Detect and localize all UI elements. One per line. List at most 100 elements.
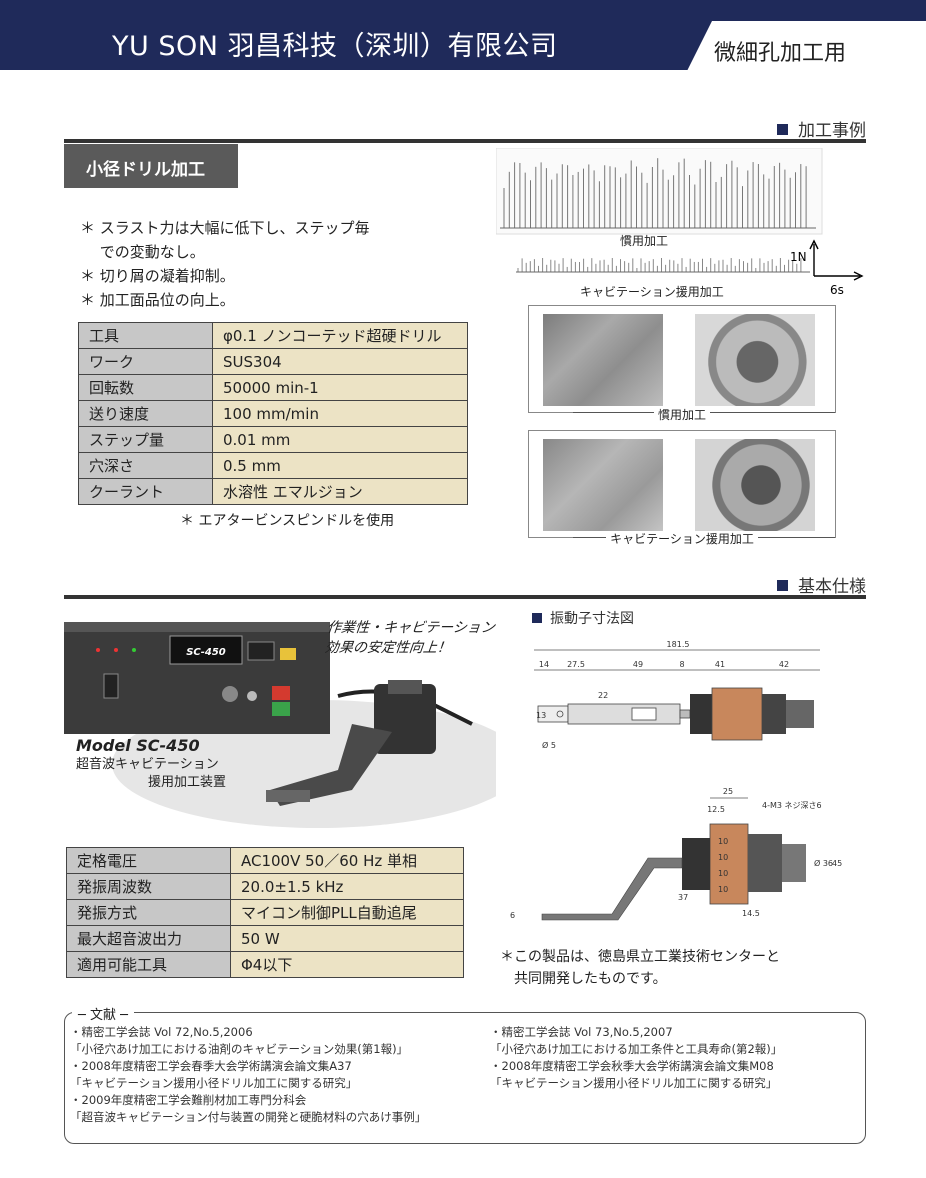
dim-label: 10 (718, 885, 728, 894)
reference-line: 「小径穴あけ加工における加工条件と工具寿命(第2報)」 (490, 1042, 783, 1056)
bullet-line: ＊ 加工面品位の向上。 (80, 291, 235, 309)
table-key: 最大超音波出力 (66, 925, 231, 952)
graph-scale-force: 1N (790, 250, 807, 264)
table-key: 回転数 (78, 374, 213, 401)
slogan-line: 効果の安定性向上！ (324, 640, 452, 656)
header-tab: 微細孔加工用 (684, 21, 926, 77)
table-key: 発振方式 (66, 899, 231, 926)
header-tab-label: 微細孔加工用 (714, 41, 847, 66)
table-value: 20.0±1.5 kHz (230, 873, 464, 900)
dim-label: 10 (718, 837, 728, 846)
table-value: 0.01 mm (212, 426, 468, 453)
dim-label: Ø 36 (814, 858, 833, 868)
table-key: 定格電圧 (66, 847, 231, 874)
dim-label: 41 (715, 660, 725, 669)
references-title: ─ 文献 ─ (72, 1004, 134, 1023)
reference-line: 「超音波キャビテーション付与装置の開発と硬脆材料の穴あけ事例」 (70, 1110, 427, 1124)
references-left: ・精密工学会誌 Vol 72,No.5,2006 「小径穴あけ加工における油剤の… (70, 1024, 426, 1126)
table-value: 100 mm/min (212, 400, 468, 427)
table-value: SUS304 (212, 348, 468, 375)
table-value: Φ4以下 (230, 951, 464, 978)
section-heading-spec: 基本仕様 (777, 572, 866, 597)
dim-label: 25 (723, 787, 733, 796)
square-bullet-icon (532, 613, 542, 623)
slogan-line: 作業性・キャビテーション (326, 620, 496, 636)
reference-line: ・2008年度精密工学会春季大会学術講演会論文集A37 (70, 1059, 352, 1073)
table-key: ワーク (78, 348, 213, 375)
table-key: 穴深さ (78, 452, 213, 479)
dim-label: Ø 5 (542, 740, 556, 750)
references-right: ・精密工学会誌 Vol 73,No.5,2007 「小径穴あけ加工における加工条… (490, 1024, 782, 1092)
dim-label: 12.5 (707, 805, 725, 814)
company-title: YU SON 羽昌科技（深圳）有限公司 (112, 31, 558, 62)
model-description: 超音波キャビテーション 援用加工装置 (76, 756, 226, 792)
table-note: ＊ エアタービンスピンドルを使用 (180, 513, 395, 529)
bullet-line: ＊ 切り屑の凝着抑制。 (80, 267, 235, 285)
table-row: 発振方式マイコン制御PLL自動追尾 (66, 899, 464, 926)
table-key: 工具 (78, 322, 213, 349)
reference-line: 「キャビテーション援用小径ドリル加工に関する研究」 (490, 1076, 778, 1090)
hole-photo (695, 439, 815, 531)
drawing-heading: 振動子寸法図 (532, 608, 634, 628)
conventional-signal (503, 158, 807, 228)
photo-caption: 慣用加工 (529, 406, 835, 423)
photo-box-conventional: 慣用加工 (528, 305, 836, 422)
section-rule-cases (64, 139, 866, 143)
table-value: 水溶性 エマルジョン (212, 478, 468, 505)
note-line: ＊この製品は、徳島県立工業技術センターと (500, 949, 780, 965)
dim-label: 10 (718, 853, 728, 862)
vibrator-attachment-drawing: 25 12.5 4-M3 ネジ深さ6 10 10 10 10 Ø 36 45 3… (510, 787, 842, 921)
reference-line: ・精密工学会誌 Vol 73,No.5,2007 (490, 1025, 673, 1039)
reference-line: 「小径穴あけ加工における油剤のキャビテーション効果(第1報)」 (70, 1042, 409, 1056)
reference-line: ・2008年度精密工学会秋季大会学術講演会論文集M08 (490, 1059, 774, 1073)
vibrator-side-drawing: 181.5 14 27.5 49 8 41 42 13 22 Ø 5 (534, 640, 820, 750)
cavitation-signal (517, 258, 802, 272)
graph-scale-time: 6s (830, 283, 844, 297)
bullet-line: ＊ スラスト力は大幅に低下し、ステップ毎 (80, 219, 370, 237)
dim-label: 49 (633, 660, 643, 669)
photo-caption-text: 慣用加工 (653, 408, 710, 422)
reference-line: ・2009年度精密工学会難削材加工専門分科会 (70, 1093, 307, 1107)
case-bullets: ＊ スラスト力は大幅に低下し、ステップ毎 での変動なし。 ＊ 切り屑の凝着抑制。… (80, 216, 369, 312)
dim-label: 14 (539, 660, 549, 669)
table-key: 適用可能工具 (66, 951, 231, 978)
reference-line: ・精密工学会誌 Vol 72,No.5,2006 (70, 1025, 253, 1039)
table-value: 0.5 mm (212, 452, 468, 479)
case-tag: 小径ドリル加工 (64, 144, 238, 188)
table-value: マイコン制御PLL自動追尾 (230, 899, 464, 926)
device-slogan: 作業性・キャビテーション 効果の安定性向上！ (324, 618, 496, 658)
references-box (64, 1012, 866, 1144)
bullet-line: での変動なし。 (80, 243, 205, 261)
thrust-force-graph: 慣用加工 1N 6s キャビテーション援用加工 (496, 148, 864, 299)
table-value: φ0.1 ノンコーテッド超硬ドリル (212, 322, 468, 349)
model-sub-line: 援用加工装置 (148, 775, 227, 790)
photo-box-cavitation: キャビテーション援用加工 (528, 430, 836, 546)
dim-label: 22 (598, 691, 608, 700)
table-value: 50000 min-1 (212, 374, 468, 401)
surface-photo (543, 314, 663, 406)
table-key: 発振周波数 (66, 873, 231, 900)
dim-label: 45 (832, 859, 842, 868)
graph-label-conventional: 慣用加工 (620, 233, 668, 248)
dim-label: 27.5 (567, 660, 585, 669)
reference-line: 「キャビテーション援用小径ドリル加工に関する研究」 (70, 1076, 358, 1090)
table-value: AC100V 50／60 Hz 単相 (230, 847, 464, 874)
square-bullet-icon (777, 124, 788, 135)
section-spec-label: 基本仕様 (798, 577, 866, 597)
note-line: 共同開発したものです。 (500, 971, 667, 987)
section-rule-spec (64, 595, 866, 599)
table-key: クーラント (78, 478, 213, 505)
dim-label: 6 (510, 911, 515, 920)
table-value: 50 W (230, 925, 464, 952)
dim-label: 8 (679, 660, 684, 669)
